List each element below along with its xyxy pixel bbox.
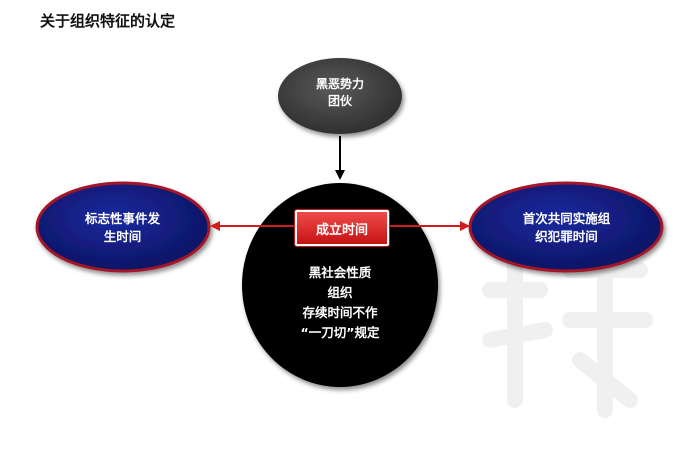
center-node-line: 存续时间不作 — [302, 305, 378, 320]
center-node-label: 黑社会性质 组织 存续时间不作 “一刀切”规定 — [255, 263, 425, 343]
right-node — [468, 181, 664, 273]
left-node — [35, 181, 211, 273]
center-node — [242, 183, 438, 387]
left-node-line: 标志性事件发 — [84, 211, 160, 226]
right-node-line: 织犯罪时间 — [535, 229, 598, 245]
top-node — [278, 58, 402, 134]
left-node-line: 生时间 — [103, 229, 142, 245]
top-node-line: 团伙 — [327, 94, 352, 109]
left-node-label: 标志性事件发 生时间 — [45, 210, 200, 246]
right-node-line: 首次共同实施组 — [522, 211, 611, 226]
top-node-label: 黑恶势力 团伙 — [280, 76, 400, 111]
right-node-label: 首次共同实施组 织犯罪时间 — [484, 210, 649, 246]
established-time-badge: 成立时间 — [295, 210, 389, 246]
center-node-line: 组织 — [327, 285, 353, 300]
center-node-line: 黑社会性质 — [308, 265, 372, 280]
center-node-line: “一刀切”规定 — [300, 325, 380, 340]
watermark-seal — [482, 252, 653, 418]
top-node-line: 黑恶势力 — [315, 77, 364, 91]
page-title: 关于组织特征的认定 — [40, 12, 176, 30]
